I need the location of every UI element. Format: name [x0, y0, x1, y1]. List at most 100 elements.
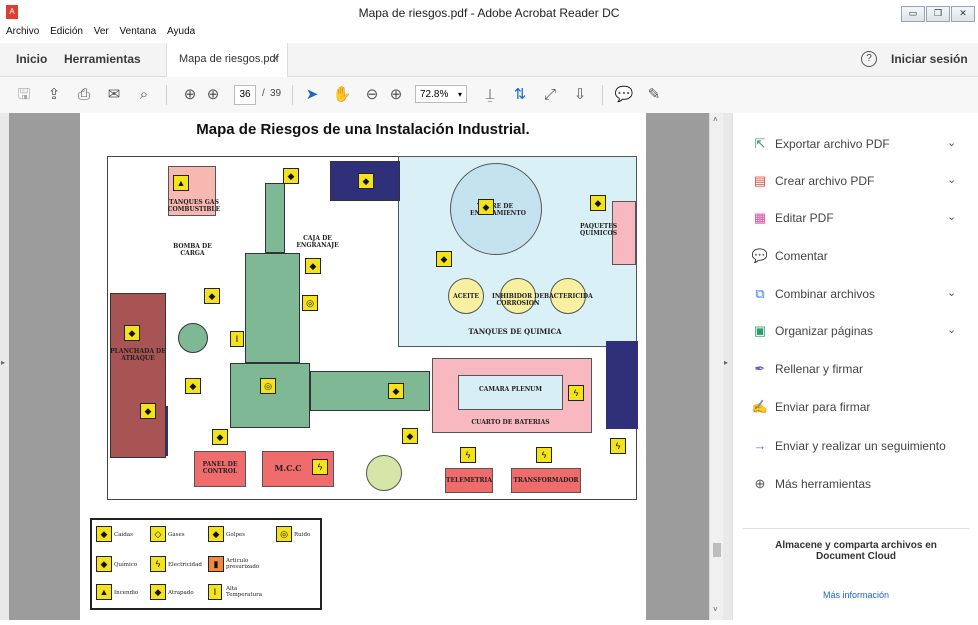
- duct-block: [310, 371, 430, 411]
- impact-hazard-icon: ◆: [212, 429, 228, 445]
- email-icon[interactable]: ✉: [107, 86, 121, 103]
- hazard-legend: ◆ Caídas ◇ Gases ◆ Golpes ◎ Ruido ◆ Quím…: [90, 518, 322, 610]
- legend-impact-icon: ◆: [208, 526, 224, 542]
- minimize-button[interactable]: ▭: [901, 6, 925, 22]
- caja-label: CAJA DE ENGRANAJE: [296, 235, 339, 249]
- menu-archivo[interactable]: Archivo: [6, 26, 40, 37]
- tab-document[interactable]: Mapa de riesgos.pdf ×: [166, 43, 288, 77]
- chevron-down-icon: ▾: [457, 90, 462, 99]
- electric-hazard-icon: ϟ: [312, 459, 328, 475]
- tool-create-pdf[interactable]: ▤ Crear archivo PDF ⌄: [751, 172, 971, 192]
- more-info-link[interactable]: Más información: [822, 590, 890, 600]
- close-button[interactable]: ✕: [951, 6, 975, 22]
- tool-send-track[interactable]: → Enviar y realizar un seguimiento: [751, 437, 971, 457]
- planchada-atraque: [110, 293, 166, 458]
- select-tool-icon[interactable]: ➤: [305, 86, 319, 103]
- fall-hazard-icon: ◆: [436, 251, 452, 267]
- impact-hazard-icon: ◆: [402, 428, 418, 444]
- fit-page-icon[interactable]: ⍊: [485, 86, 495, 103]
- scroll-up-icon[interactable]: ˄: [713, 115, 718, 124]
- maximize-button[interactable]: ❐: [926, 6, 950, 22]
- electric-hazard-icon: ϟ: [568, 385, 584, 401]
- scroll-mode-icon[interactable]: ⇅: [513, 86, 527, 103]
- legend-fire-icon: ▲: [96, 584, 112, 600]
- tank-aceite: [448, 278, 484, 314]
- menu-ayuda[interactable]: Ayuda: [167, 26, 196, 37]
- zoom-out-icon[interactable]: ⊖: [365, 86, 379, 103]
- help-icon[interactable]: ?: [861, 51, 877, 67]
- page-number-input[interactable]: 36: [234, 85, 256, 105]
- temperature-hazard-icon: Ⅰ: [230, 331, 244, 347]
- legend-fall-icon: ◆: [96, 526, 112, 542]
- hand-tool-icon[interactable]: ✋: [332, 86, 352, 103]
- menu-edicion[interactable]: Edición: [50, 26, 83, 37]
- transformador-label: TRANSFORMADOR: [513, 477, 579, 484]
- left-panel-toggle[interactable]: ▸: [0, 113, 9, 620]
- pdf-page: Mapa de Riesgos de una Instalación Indus…: [80, 113, 646, 620]
- close-tab-icon[interactable]: ×: [272, 53, 279, 65]
- tanques-gas-label: TANQUES GAS COMBUSTIBLE: [167, 199, 221, 213]
- combine-files-icon: ⧉: [755, 286, 765, 301]
- vertical-scrollbar[interactable]: ˄ ˅: [709, 113, 724, 620]
- tool-fill-sign[interactable]: ✒ Rellenar y firmar: [751, 360, 971, 380]
- next-page-icon[interactable]: ⊕: [206, 86, 220, 103]
- search-icon[interactable]: ⌕: [139, 86, 149, 103]
- tab-bar: Inicio Herramientas ? Iniciar sesión: [0, 43, 978, 77]
- scrollbar-thumb[interactable]: [713, 543, 721, 557]
- fall-hazard-icon: ◆: [140, 403, 156, 419]
- legend-chemical-icon: ◆: [96, 556, 112, 572]
- transformador-box: [511, 468, 581, 493]
- tool-export-pdf[interactable]: ⇱ Exportar archivo PDF ⌄: [751, 135, 971, 155]
- more-tools-icon: ⊕: [754, 476, 766, 491]
- highlight-pen-icon[interactable]: ✎: [647, 86, 661, 103]
- zoom-level-select[interactable]: 72.8% ▾: [415, 85, 467, 103]
- scroll-down-icon[interactable]: ˅: [713, 605, 718, 614]
- camara-label: CAMARA PLENUM: [478, 386, 543, 393]
- page-separator: /: [262, 88, 265, 99]
- entrapment-hazard-icon: ◆: [358, 173, 374, 189]
- previous-page-icon[interactable]: ⊕: [183, 86, 197, 103]
- tool-send-sign[interactable]: ✍ Enviar para firmar: [751, 399, 871, 414]
- tab-home[interactable]: Inicio: [16, 52, 48, 66]
- tool-edit-pdf[interactable]: ▦ Editar PDF ⌄: [751, 209, 971, 229]
- print-icon[interactable]: ⎙: [77, 86, 90, 103]
- menu-ventana[interactable]: Ventana: [119, 26, 157, 37]
- save-icon[interactable]: 🖫: [17, 86, 31, 103]
- acrobat-app-icon: A: [6, 5, 18, 19]
- legend-temperature-icon: Ⅰ: [208, 584, 222, 600]
- fall-hazard-icon: ◆: [590, 195, 606, 211]
- window-title: Mapa de riesgos.pdf - Adobe Acrobat Read…: [358, 6, 620, 20]
- tool-comment[interactable]: 💬 Comentar: [751, 248, 828, 263]
- reading-mode-icon[interactable]: ⇩: [573, 86, 587, 103]
- chevron-down-icon: ⌄: [947, 174, 957, 186]
- fill-sign-icon: ✒: [754, 361, 766, 376]
- comment-icon: 💬: [751, 248, 769, 263]
- tool-combine-files[interactable]: ⧉ Combinar archivos ⌄: [751, 285, 971, 305]
- menu-bar: Archivo Edición Ver Ventana Ayuda: [0, 26, 978, 43]
- chemical-hazard-icon: ◆: [478, 199, 494, 215]
- toolbar: 🖫 ⇪ ⎙ ✉ ⌕ ⊕ ⊕ 36 / 39 ➤ ✋ ⊖ ⊕ 72.8% ▾ ⍊ ⇅…: [0, 77, 978, 114]
- full-screen-icon[interactable]: ⤢: [543, 86, 556, 103]
- create-pdf-icon: ▤: [753, 173, 767, 188]
- comment-icon[interactable]: 💬: [614, 86, 634, 103]
- tab-tools[interactable]: Herramientas: [64, 52, 141, 66]
- legend-presurizado: Articulo presurizado: [226, 558, 260, 570]
- upload-icon[interactable]: ⇪: [47, 86, 61, 103]
- entrapment-hazard-icon: ◆: [305, 258, 321, 274]
- legend-entrapment-icon: ◆: [150, 584, 166, 600]
- tool-more-tools[interactable]: ⊕ Más herramientas: [751, 475, 971, 495]
- tools-panel: ⇱ Exportar archivo PDF ⌄ ▤ Crear archivo…: [732, 113, 978, 620]
- chevron-down-icon: ⌄: [947, 211, 957, 223]
- page-total: 39: [270, 88, 282, 99]
- right-panel-toggle[interactable]: ▸: [723, 113, 732, 620]
- planchada-label: PLANCHADA DE ATRAQUE: [110, 348, 166, 362]
- menu-ver[interactable]: Ver: [93, 26, 109, 37]
- zoom-in-icon[interactable]: ⊕: [389, 86, 403, 103]
- torre-label: TORRE DE ENFRIAMIENTO: [470, 203, 526, 217]
- legend-electric-icon: ϟ: [150, 556, 166, 572]
- tool-organize-pages[interactable]: ▣ Organizar páginas ⌄: [751, 322, 971, 342]
- sign-in-link[interactable]: Iniciar sesión: [891, 52, 968, 66]
- legend-gas-icon: ◇: [150, 526, 166, 542]
- zoom-level-value: 72.8%: [420, 89, 449, 100]
- noise-hazard-icon: ◎: [302, 295, 318, 311]
